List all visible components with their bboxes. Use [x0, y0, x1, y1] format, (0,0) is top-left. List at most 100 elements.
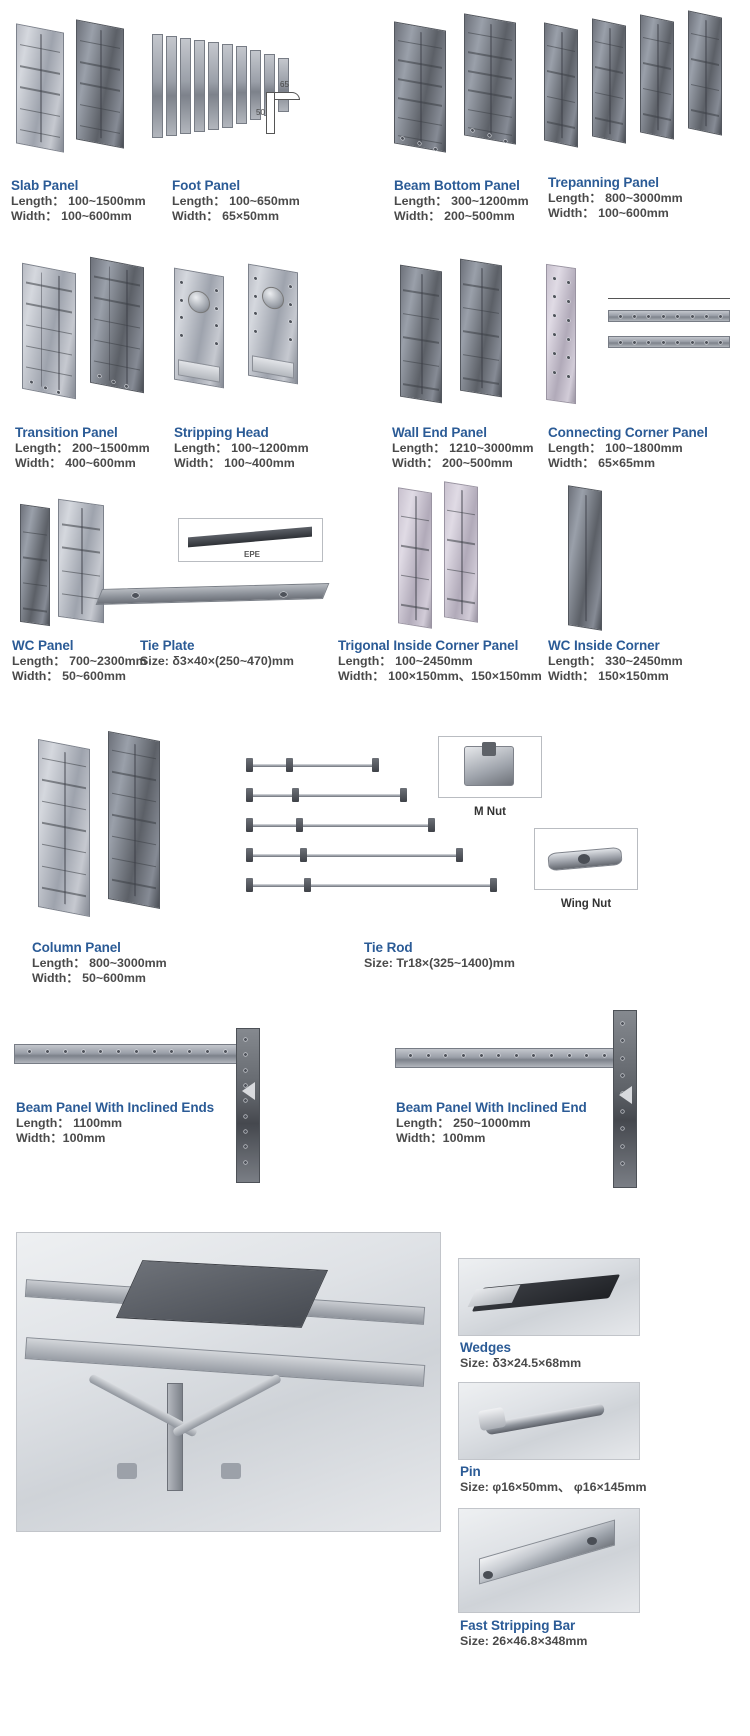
product-size: Size: Tr18×(325~1400)mm	[364, 956, 515, 970]
panel-shape	[394, 21, 446, 153]
tie-plate-illustration	[95, 578, 330, 618]
foot-panel-section-diagram: 65 50	[256, 80, 328, 144]
wing-nut-label: Wing Nut	[560, 898, 612, 910]
beam-horizontal	[395, 1048, 617, 1068]
beam-panel-inclined-end-illustration	[395, 1010, 695, 1190]
panel-ribs	[445, 482, 477, 621]
profile-strip	[194, 40, 205, 132]
tie-rod-nut	[372, 758, 379, 772]
panel-shape	[20, 503, 50, 627]
m-nut-illustration	[438, 736, 542, 822]
product-length: Length： 1210~3000mm	[392, 441, 534, 455]
tie-rod-bar	[248, 884, 496, 887]
profile-strip	[152, 34, 163, 138]
profile-strip	[250, 50, 261, 120]
product-length: Length： 300~1200mm	[394, 194, 529, 208]
panel-shape	[688, 10, 722, 136]
tie-rod-nut	[246, 878, 253, 892]
assembly-photo	[16, 1232, 441, 1532]
panel-shape	[400, 264, 442, 404]
product-wall-end-panel: Wall End Panel Length： 1210~3000mm Width…	[392, 425, 567, 470]
corner-profile	[546, 263, 576, 405]
tie-rod-nut	[246, 788, 253, 802]
product-beam-panel-inclined-ends: Beam Panel With Inclined Ends Length： 11…	[16, 1100, 281, 1145]
product-foot-panel: Foot Panel Length： 100~650mm Width： 65×5…	[172, 178, 352, 223]
tie-rod-bar	[248, 824, 434, 827]
panel-ribs	[21, 505, 49, 625]
panel-shape	[16, 23, 64, 153]
product-stripping-head: Stripping Head Length： 100~1200mm Width：…	[174, 425, 344, 470]
product-title: Trigonal Inside Corner Panel	[338, 638, 519, 653]
tie-rod-nut	[456, 848, 463, 862]
stripping-head-illustration	[168, 262, 328, 412]
corner-flat-view	[608, 310, 730, 322]
product-title: Pin	[460, 1464, 481, 1479]
beam-holes	[15, 1045, 237, 1063]
tie-rod-nut	[296, 818, 303, 832]
tie-rod-nut	[246, 818, 253, 832]
tie-rod-nut	[286, 758, 293, 772]
product-width: Width： 65×50mm	[172, 208, 279, 223]
product-title: Tie Rod	[364, 940, 413, 955]
product-title: Fast Stripping Bar	[460, 1618, 576, 1633]
panel-holes	[23, 264, 75, 398]
panel-ribs	[109, 732, 159, 908]
beam-panel-inclined-ends-illustration	[14, 1020, 304, 1185]
tie-rod-nut	[246, 758, 253, 772]
tie-plate-holes	[100, 578, 325, 618]
tie-rod-nut	[490, 878, 497, 892]
panel-ribs	[399, 488, 431, 627]
product-length: Length： 100~1800mm	[548, 441, 683, 455]
panel-shape	[640, 14, 674, 140]
product-title: Wedges	[460, 1340, 511, 1355]
product-width: Width： 65×65mm	[548, 455, 655, 470]
product-length: Length： 1100mm	[16, 1116, 123, 1130]
product-column-panel: Column Panel Length： 800~3000mm Width： 5…	[32, 940, 202, 985]
panel-ribs	[401, 266, 441, 402]
product-title: WC Inside Corner	[548, 638, 660, 653]
fast-stripping-bar-photo	[458, 1508, 640, 1613]
corner-profile	[398, 487, 432, 629]
panel-shape-back	[460, 258, 502, 398]
panel-shape	[544, 22, 578, 148]
product-length: Length： 100~2450mm	[338, 654, 473, 668]
product-beam-bottom-panel: Beam Bottom Panel Length： 300~1200mm Wid…	[394, 178, 569, 223]
panel-shape	[38, 738, 90, 918]
beam-holes	[396, 1049, 616, 1067]
product-width: Width： 100~400mm	[174, 455, 295, 470]
product-title: Trepanning Panel	[548, 175, 659, 190]
panel-ribs	[641, 16, 673, 139]
product-width: Width： 400~600mm	[15, 455, 136, 470]
product-slab-panel: Slab Panel Length： 100~1500mm Width： 100…	[11, 178, 171, 223]
corner-holes	[547, 265, 575, 403]
product-title: Beam Panel With Inclined Ends	[16, 1100, 215, 1115]
wall-end-panel-illustration	[390, 258, 540, 408]
foot-panel-illustration	[150, 14, 330, 154]
product-size: Size: 26×46.8×348mm	[460, 1634, 588, 1648]
tie-rod-nut	[300, 848, 307, 862]
product-length: Length： 800~3000mm	[548, 191, 683, 205]
product-width: Width： 100~600mm	[11, 208, 132, 223]
product-title: Slab Panel	[11, 178, 79, 193]
corner-profile-back	[444, 481, 478, 623]
wc-inside-corner-illustration	[558, 482, 668, 632]
product-wc-panel: WC Panel Length： 700~2300mm Width： 50~60…	[12, 638, 152, 683]
panel-shape-back	[464, 13, 516, 145]
column-panel-illustration	[30, 730, 190, 925]
trigonal-inside-corner-illustration	[388, 481, 518, 632]
tie-rod-nut	[304, 878, 311, 892]
product-width: Width： 150×150mm	[548, 668, 669, 683]
product-width: Width： 100~600mm	[548, 205, 669, 220]
tie-rod-nut	[246, 848, 253, 862]
panel-ribs	[569, 486, 601, 629]
corner-flat-view	[608, 336, 730, 348]
epe-label: EPE	[244, 550, 261, 559]
tie-rod-nut	[428, 818, 435, 832]
product-tie-plate: Tie Plate Size: δ3×40×(250~470)mm	[140, 638, 370, 669]
product-trepanning-panel: Trepanning Panel Length： 800~3000mm Widt…	[548, 175, 723, 220]
product-length: Length： 330~2450mm	[548, 654, 683, 668]
epe-strip-illustration: EPE	[178, 518, 323, 568]
product-width: Width：100mm	[16, 1130, 106, 1145]
product-title: Stripping Head	[174, 425, 269, 440]
